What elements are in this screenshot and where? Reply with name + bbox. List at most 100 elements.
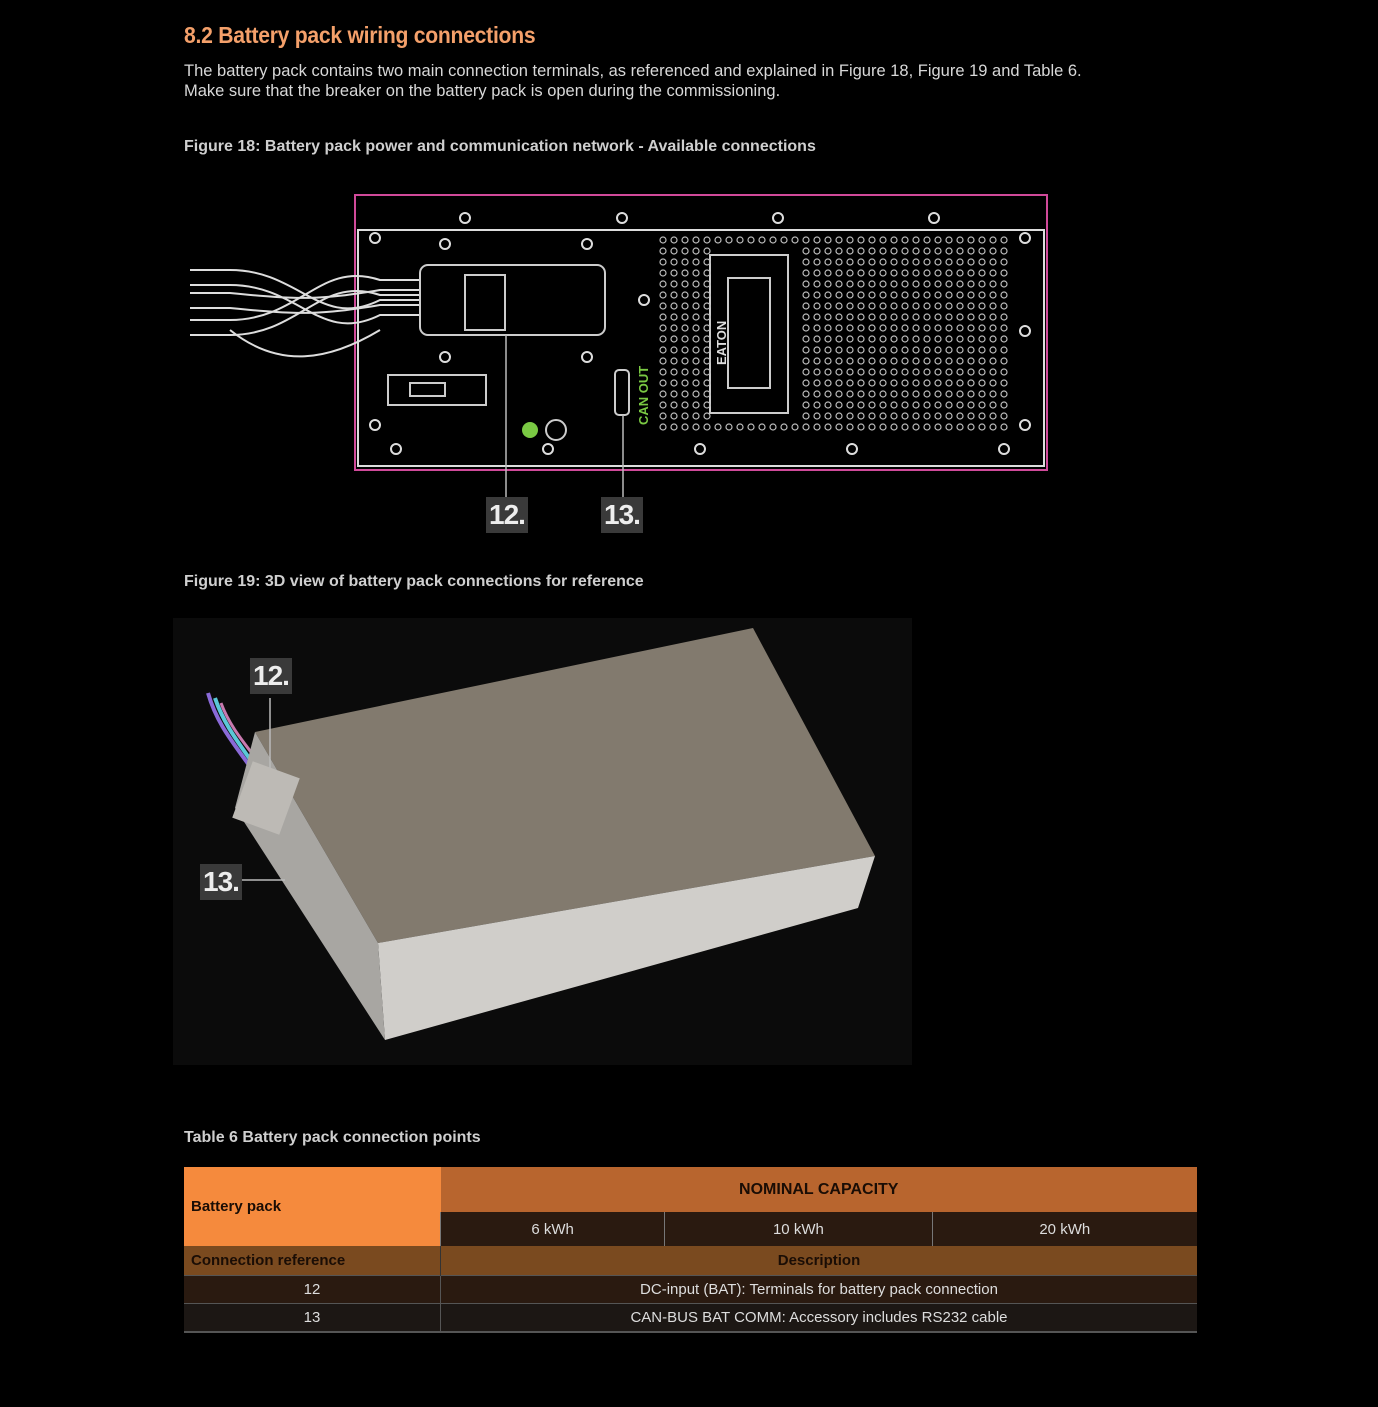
vent-hole [835,313,843,321]
vent-hole [923,368,931,376]
vent-hole [912,313,920,321]
vent-hole [967,269,975,277]
vent-hole [956,346,964,354]
vent-hole [703,346,711,354]
vent-hole [813,357,821,365]
vent-hole [813,379,821,387]
vent-hole [901,379,909,387]
vent-hole [824,368,832,376]
vent-hole [956,313,964,321]
screw-icon [638,294,650,306]
vent-hole [659,401,667,409]
vent-hole [923,280,931,288]
vent-hole [835,269,843,277]
vent-hole [956,280,964,288]
vent-hole [824,324,832,332]
vent-hole [692,291,700,299]
vent-hole [813,423,821,431]
screw-icon [581,238,593,250]
vent-hole [923,236,931,244]
vent-hole [879,247,887,255]
vent-hole [945,302,953,310]
vent-hole [835,280,843,288]
vent-hole [813,368,821,376]
vent-hole [945,368,953,376]
can-port [614,369,630,416]
vent-hole [857,379,865,387]
vent-hole [692,379,700,387]
vent-hole [879,324,887,332]
figure-18-label-13: 13. [601,497,643,533]
connection-reference-header: Connection reference [184,1246,441,1276]
vent-hole [659,423,667,431]
vent-hole [824,247,832,255]
vent-hole [978,291,986,299]
screw-icon [369,232,381,244]
screw-icon [1019,419,1031,431]
vent-hole [956,269,964,277]
screw-icon [694,443,706,455]
vent-hole [934,390,942,398]
vent-hole [846,368,854,376]
vent-hole [989,291,997,299]
vent-hole [989,280,997,288]
vent-hole [681,269,689,277]
figure-18-label-12: 12. [486,497,528,533]
vent-hole [681,368,689,376]
vent-hole [703,379,711,387]
vent-hole [846,269,854,277]
vent-hole [879,401,887,409]
vent-hole [945,291,953,299]
vent-hole [703,313,711,321]
vent-hole [681,280,689,288]
vent-hole [824,401,832,409]
vent-hole [989,335,997,343]
vent-hole [967,379,975,387]
vent-hole [879,269,887,277]
vent-hole [1000,324,1008,332]
intro-line-1: The battery pack contains two main conne… [184,62,1082,80]
vent-hole [967,357,975,365]
vent-hole [813,247,821,255]
row-ref: 12 [184,1275,441,1304]
vent-hole [1000,357,1008,365]
vent-hole [802,390,810,398]
vent-hole [692,258,700,266]
vent-hole [813,346,821,354]
vent-hole [912,379,920,387]
vent-hole [692,247,700,255]
screw-icon [542,443,554,455]
vent-hole [835,346,843,354]
chassis-outline [354,194,1048,471]
vent-hole [989,236,997,244]
vent-hole [890,291,898,299]
vent-hole [692,357,700,365]
vent-hole [670,258,678,266]
vent-hole [670,423,678,431]
vent-hole [659,368,667,376]
vent-hole [846,357,854,365]
vent-hole [901,269,909,277]
vent-hole [978,401,986,409]
vent-hole [934,401,942,409]
connection-points-table: Battery pack NOMINAL CAPACITY 6 kWh 10 k… [184,1167,1197,1333]
vent-hole [802,258,810,266]
vent-hole [769,236,777,244]
vent-hole [890,269,898,277]
screw-icon [439,351,451,363]
screw-icon [616,212,628,224]
eaton-logo: EATON [714,321,729,365]
vent-hole [956,390,964,398]
vent-hole [670,401,678,409]
vent-hole [967,423,975,431]
vent-hole [945,423,953,431]
vent-hole [868,324,876,332]
vent-hole [846,291,854,299]
vent-hole [901,390,909,398]
vent-hole [857,247,865,255]
vent-hole [681,346,689,354]
vent-hole [989,368,997,376]
row-ref: 13 [184,1303,441,1333]
vent-hole [1000,280,1008,288]
vent-hole [868,335,876,343]
